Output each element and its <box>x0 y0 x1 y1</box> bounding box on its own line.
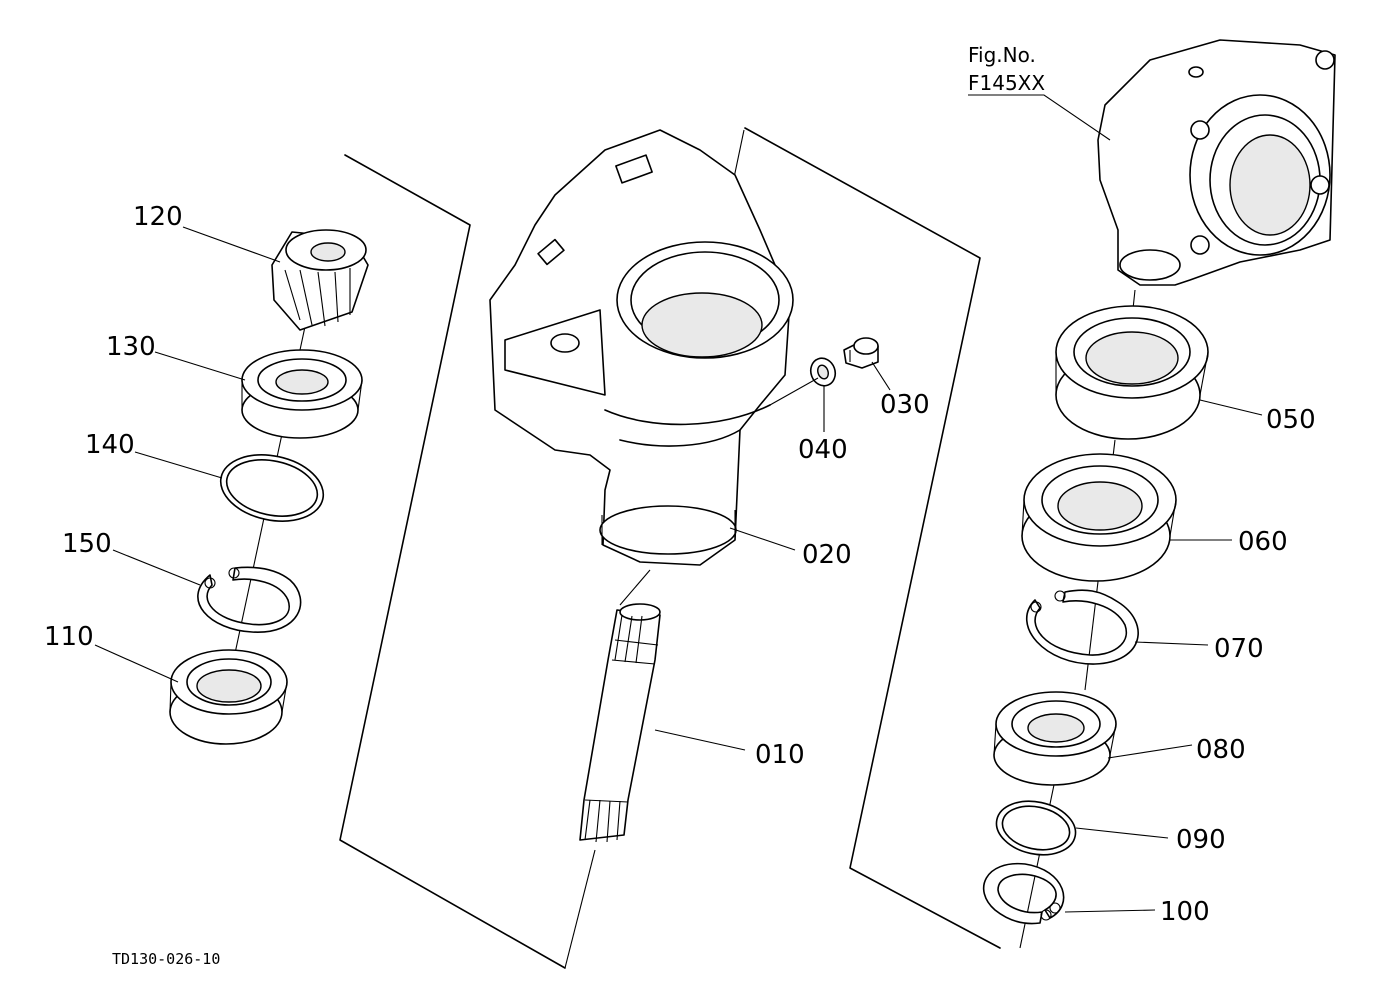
leader-130 <box>154 351 246 381</box>
callout-130: 130 <box>106 332 156 362</box>
leader-110 <box>94 644 179 683</box>
bevel-gear-120 <box>271 229 369 331</box>
leader-070 <box>1134 641 1209 646</box>
leader-030 <box>871 361 891 391</box>
drawing-code: TD130-026-10 <box>112 950 220 968</box>
ball-bearing-130 <box>241 349 363 439</box>
callout-030: 030 <box>880 390 930 420</box>
snap-ring-070 <box>1025 589 1139 665</box>
shaft-axis-line <box>619 569 651 606</box>
callout-040: 040 <box>798 435 848 465</box>
leader-090 <box>1075 827 1169 839</box>
callout-060: 060 <box>1238 527 1288 557</box>
figure-ref-line2: F145XX <box>968 71 1045 95</box>
washer-040 <box>809 357 837 387</box>
leader-010 <box>654 729 746 751</box>
callout-110: 110 <box>44 622 94 652</box>
callout-120: 120 <box>133 202 183 232</box>
oil-seal-050 <box>1055 305 1209 440</box>
callout-020: 020 <box>802 540 852 570</box>
callout-010: 010 <box>755 740 805 770</box>
right-assembly-frame <box>744 127 1001 949</box>
left-assembly-frame <box>339 154 566 969</box>
housing-reference-f145xx <box>1097 39 1336 286</box>
ball-bearing-080 <box>993 691 1117 786</box>
callout-070: 070 <box>1214 634 1264 664</box>
shaft-axis-lower <box>564 849 596 969</box>
callout-150: 150 <box>62 529 112 559</box>
snap-ring-150 <box>197 566 302 633</box>
snap-ring-100 <box>982 862 1065 925</box>
oil-seal-110 <box>169 649 288 745</box>
gear-case-020 <box>489 129 794 566</box>
leader-100 <box>1064 909 1156 913</box>
shim-ring-140 <box>219 454 325 522</box>
leader-050 <box>1199 399 1263 416</box>
callout-140: 140 <box>85 430 135 460</box>
leader-150 <box>112 549 201 586</box>
spline-shaft-010 <box>579 603 661 843</box>
leader-040b <box>769 377 819 406</box>
callout-100: 100 <box>1160 897 1210 927</box>
plug-bolt-030 <box>843 337 879 369</box>
leader-140 <box>134 451 223 479</box>
callout-080: 080 <box>1196 735 1246 765</box>
callout-050: 050 <box>1266 405 1316 435</box>
callout-090: 090 <box>1176 825 1226 855</box>
leader-120 <box>182 226 281 263</box>
ball-bearing-060 <box>1021 453 1177 582</box>
figure-ref-line1: Fig.No. <box>968 43 1036 67</box>
leader-fig <box>968 94 1111 141</box>
shim-ring-090 <box>995 800 1077 856</box>
leader-080 <box>1107 744 1193 759</box>
leader-020 <box>729 527 796 551</box>
